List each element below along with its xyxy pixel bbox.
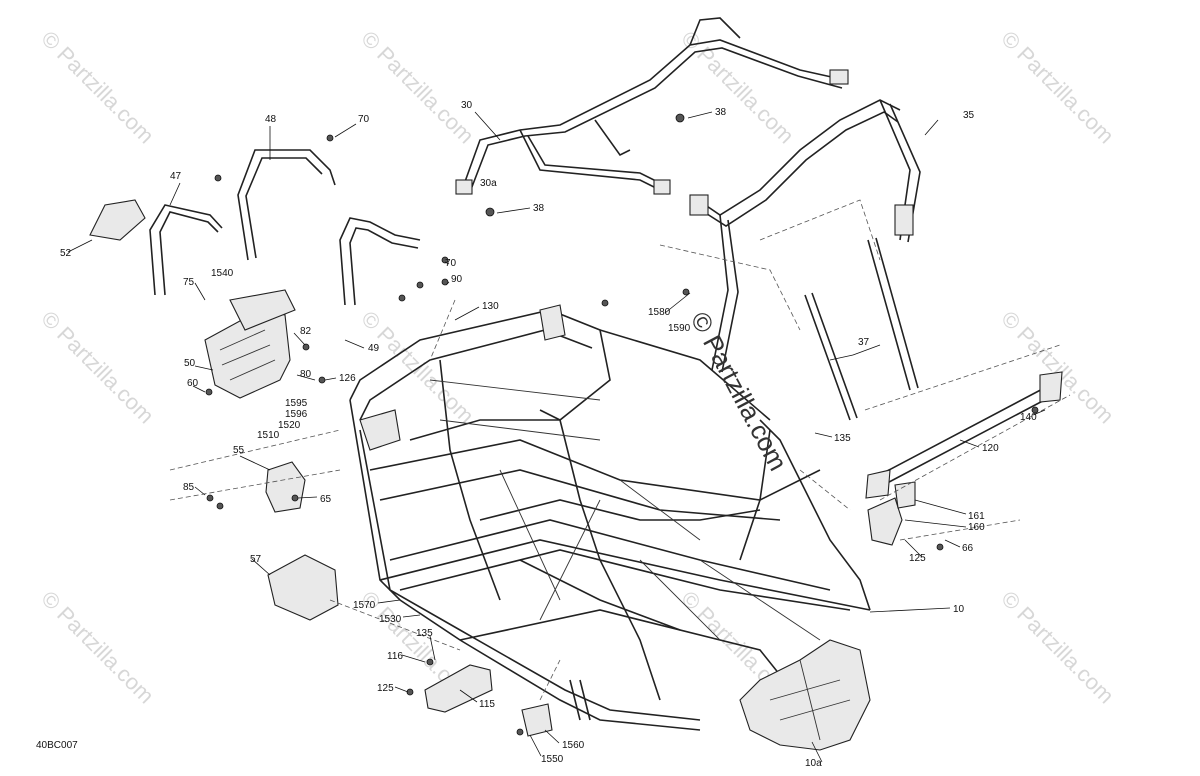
callout-labels: 30 38 30a 38 35 70 48 47 52 75 1540 50 6… — [60, 100, 1037, 769]
callout-140: 140 — [1020, 412, 1037, 423]
callout-60: 60 — [187, 378, 199, 389]
callout-160: 160 — [968, 522, 985, 533]
callout-80: 80 — [300, 369, 312, 380]
callout-70: 70 — [358, 114, 370, 125]
callout-1595: 1595 — [285, 398, 308, 409]
callout-38: 38 — [533, 203, 545, 214]
callout-48: 48 — [265, 114, 277, 125]
callout-49: 49 — [368, 343, 380, 354]
callout-1530: 1530 — [379, 614, 402, 625]
callout-90: 90 — [451, 274, 463, 285]
bracket-115 — [424, 664, 493, 713]
callout-52: 52 — [60, 248, 72, 259]
watermark: © Partzilla.com — [36, 306, 159, 429]
callout-38: 38 — [715, 107, 727, 118]
callout-130: 130 — [482, 301, 499, 312]
cage-bracket — [829, 69, 849, 85]
fasteners — [205, 113, 1039, 736]
callout-47: 47 — [170, 171, 182, 182]
mounting-brackets — [265, 461, 916, 737]
assembly-lines — [169, 199, 1071, 701]
callout-135: 135 — [834, 433, 851, 444]
side-rail — [865, 371, 1063, 499]
main-frame — [349, 304, 871, 751]
leader-lines — [67, 111, 1046, 763]
callout-50: 50 — [184, 358, 196, 369]
diagram-reference-code: 40BC007 — [36, 740, 78, 751]
callout-161: 161 — [968, 511, 985, 522]
watermark: © Partzilla.com — [356, 26, 479, 149]
bracket-1560 — [521, 703, 553, 737]
callout-30a: 30a — [480, 178, 497, 189]
watermark: © Partzilla.com — [36, 586, 159, 709]
callout-1596: 1596 — [285, 409, 308, 420]
callout-125: 125 — [909, 553, 926, 564]
callout-82: 82 — [300, 326, 312, 337]
watermark: © Partzilla.com — [996, 586, 1119, 709]
callout-1560: 1560 — [562, 740, 585, 751]
callout-57: 57 — [250, 554, 262, 565]
callout-10a: 10a — [805, 758, 822, 769]
cage-bracket — [894, 204, 914, 236]
callout-85: 85 — [183, 482, 195, 493]
callout-115: 115 — [479, 699, 495, 710]
grab-handles — [89, 149, 421, 306]
callout-66: 66 — [962, 543, 974, 554]
cage-bracket — [455, 179, 473, 195]
watermark: © Partzilla.com — [356, 306, 479, 429]
callout-10: 10 — [953, 604, 965, 615]
callout-70: 70 — [445, 258, 457, 269]
callout-75: 75 — [183, 277, 195, 288]
callout-126: 126 — [339, 373, 356, 384]
callout-1590: 1590 — [668, 323, 691, 334]
callout-116: 116 — [387, 651, 403, 662]
callout-135: 135 — [416, 628, 433, 639]
front-suspension-mount — [739, 639, 871, 751]
cage-bracket — [653, 179, 671, 195]
callout-120: 120 — [982, 443, 999, 454]
support-struts — [804, 237, 919, 421]
callout-1550: 1550 — [541, 754, 564, 765]
callout-55: 55 — [233, 445, 245, 456]
callout-1570: 1570 — [353, 600, 376, 611]
callout-37: 37 — [858, 337, 870, 348]
bracket-160 — [867, 497, 903, 546]
callout-1580: 1580 — [648, 307, 671, 318]
callout-1510: 1510 — [257, 430, 280, 441]
bracket-57 — [267, 554, 339, 621]
watermark-large: © Partzilla.com — [685, 307, 794, 476]
callout-125: 125 — [377, 683, 394, 694]
bracket-161 — [894, 481, 916, 509]
frame-gusset — [359, 409, 401, 451]
handle-bracket — [89, 199, 146, 241]
dash-support — [204, 289, 296, 399]
callout-65: 65 — [320, 494, 332, 505]
callout-1520: 1520 — [278, 420, 301, 431]
callout-30: 30 — [461, 100, 473, 111]
watermark: © Partzilla.com — [996, 306, 1119, 429]
frame-gusset — [539, 304, 566, 341]
callout-35: 35 — [963, 110, 975, 121]
watermark: © Partzilla.com — [996, 26, 1119, 149]
bracket-55 — [265, 461, 306, 513]
callout-1540: 1540 — [211, 268, 234, 279]
watermark: © Partzilla.com — [36, 26, 159, 149]
cage-bracket — [689, 194, 709, 216]
roll-cage — [455, 17, 921, 373]
